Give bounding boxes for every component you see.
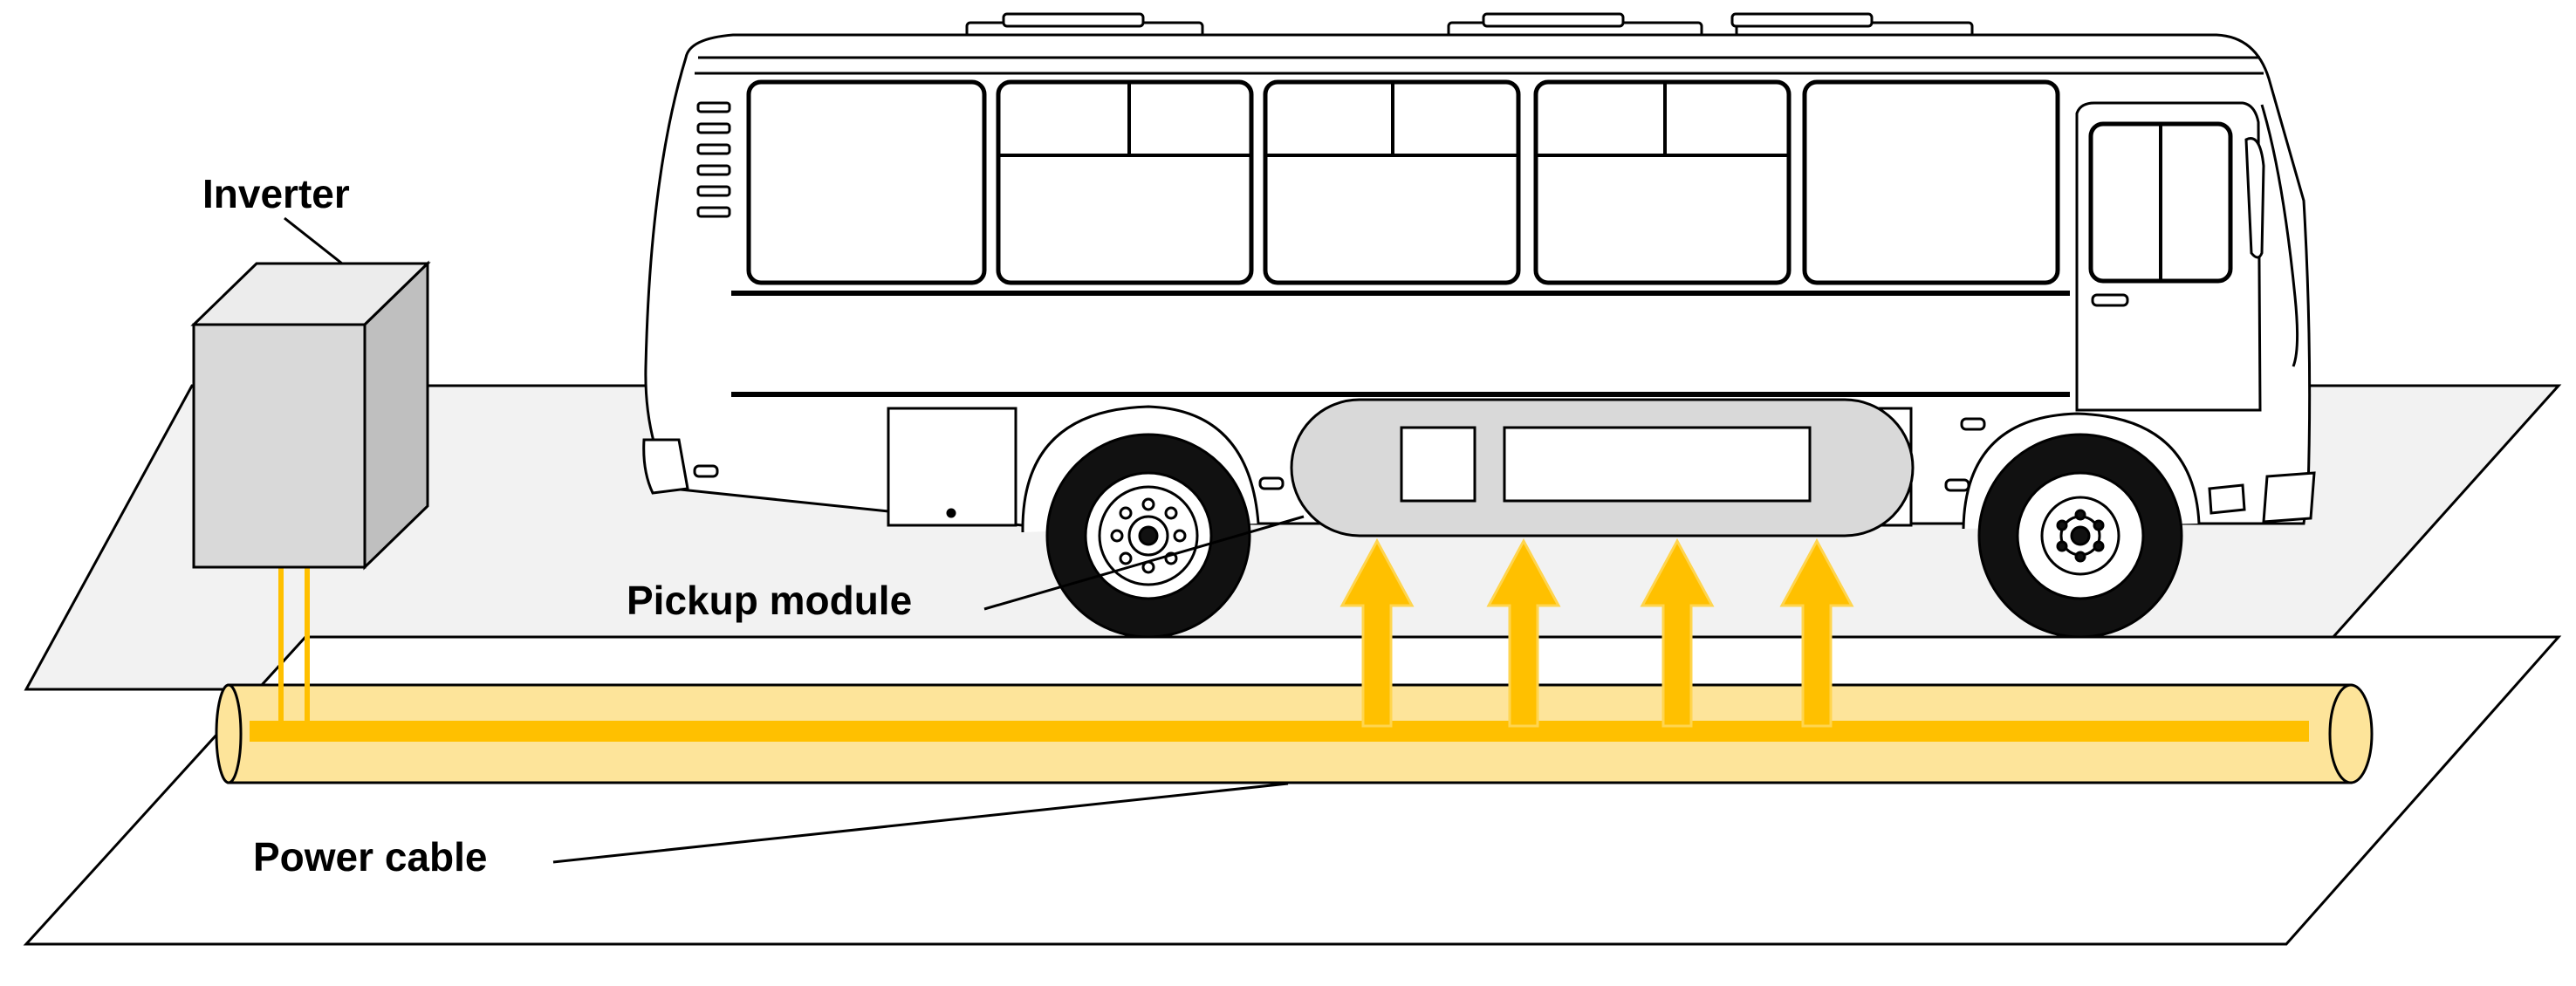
pickup-module-label: Pickup module (627, 578, 912, 623)
lower-ground-plane (23, 635, 2562, 946)
power-cable (215, 683, 2374, 784)
up-arrow-icon (1779, 538, 1854, 728)
up-arrow-icon (1640, 538, 1715, 728)
power-cable-left-end (215, 683, 243, 784)
field-arrows (1339, 538, 1854, 728)
power-cable-right-end (2328, 683, 2374, 784)
front-wheel (1962, 412, 2201, 639)
rear-wheel (1021, 405, 1260, 639)
bus-windows (746, 79, 2060, 285)
inverter-feed-wires (278, 567, 310, 729)
inverter-leader-line (284, 216, 343, 265)
luggage-hatch (887, 407, 1017, 527)
pickup-module-small-panel (1400, 426, 1476, 503)
pickup-module (1290, 398, 1915, 538)
side-vents (696, 101, 731, 218)
inverter-label: Inverter (202, 171, 350, 216)
power-cable-core (250, 721, 2309, 742)
power-cable-label: Power cable (253, 834, 487, 880)
inverter-box-icon (190, 260, 431, 571)
pickup-module-large-panel (1503, 426, 1812, 503)
up-arrow-icon (1339, 538, 1415, 728)
inverter-front-face (192, 323, 367, 569)
up-arrow-icon (1486, 538, 1561, 728)
window-dividers (998, 82, 1789, 157)
power-cable-leader-line (552, 782, 1289, 864)
pickup-module-leader-line (983, 515, 1305, 611)
